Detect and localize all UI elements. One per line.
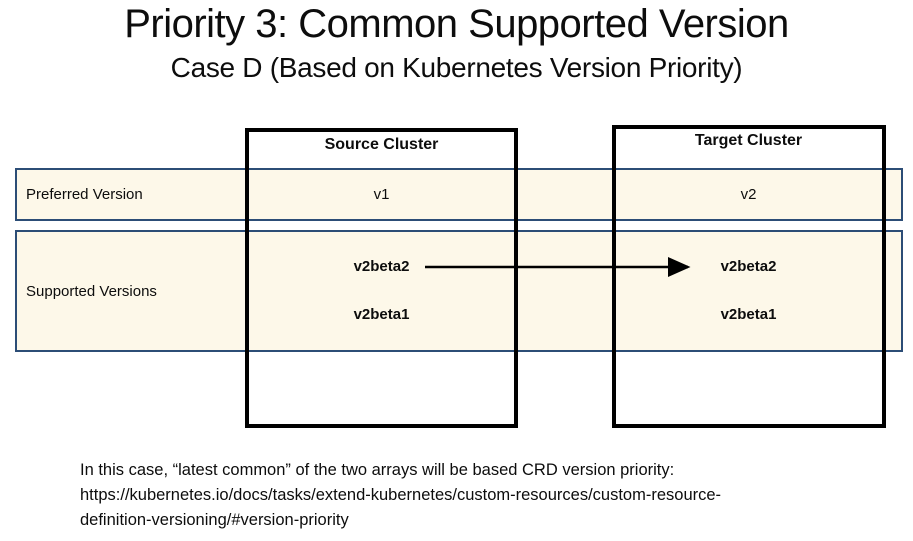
source-cluster-header: Source Cluster: [324, 136, 439, 153]
footer-note-line1: In this case, “latest common” of the two…: [80, 461, 675, 479]
target-supported-version-2: v2beta1: [720, 306, 777, 323]
target-cluster-box: [612, 125, 886, 428]
preferred-version-row: [15, 168, 903, 221]
target-supported-version-1: v2beta2: [720, 258, 777, 275]
page-title: Priority 3: Common Supported Version: [124, 2, 789, 46]
source-supported-version-2: v2beta1: [353, 306, 410, 323]
source-supported-version-1: v2beta2: [353, 258, 410, 275]
supported-versions-row: [15, 230, 903, 352]
source-cluster-box: [245, 128, 518, 428]
version-mapping-arrow: [425, 257, 691, 277]
footer-note: In this case, “latest common” of the two…: [80, 458, 840, 533]
source-preferred-version-value: v1: [373, 186, 390, 203]
target-cluster-header: Target Cluster: [694, 132, 803, 149]
row-label-preferred-version: Preferred Version: [26, 186, 143, 203]
target-preferred-version-value: v2: [740, 186, 757, 203]
row-label-supported-versions: Supported Versions: [26, 282, 157, 300]
footer-url-line1: https://kubernetes.io/docs/tasks/extend-…: [80, 486, 722, 504]
footer-url-line2: definition-versioning/#version-priority: [80, 511, 349, 529]
page-subtitle: Case D (Based on Kubernetes Version Prio…: [170, 52, 743, 83]
